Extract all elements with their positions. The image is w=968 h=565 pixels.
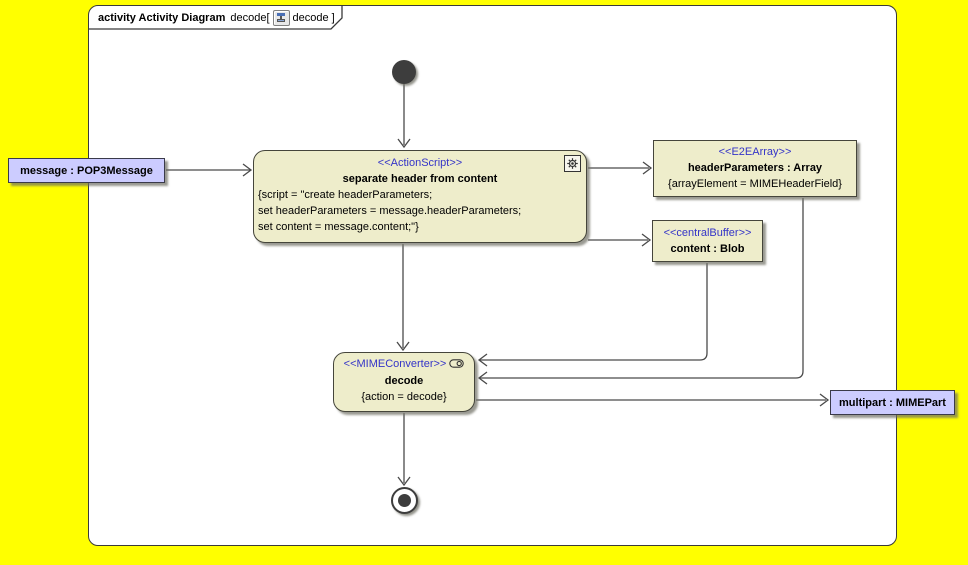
edge-headerparameters-to-decode[interactable]	[477, 198, 804, 385]
edge-initial-to-separate[interactable]	[397, 84, 411, 149]
headerparameters-constraint: {arrayElement = MIMEHeaderField}	[668, 178, 842, 190]
frame-diagram-name: decode[	[230, 11, 270, 24]
decode-constraint: {action = decode}	[361, 391, 447, 403]
initial-node[interactable]	[392, 60, 416, 84]
frame-tab-outline	[88, 6, 343, 30]
script-line-1: {script = "create headerParameters;	[258, 189, 433, 201]
activity-diagram-icon	[272, 9, 290, 26]
central-buffer-content[interactable]: <<centralBuffer>> content : Blob	[652, 220, 763, 262]
object-node-headerparameters[interactable]: <<E2EArray>> headerParameters : Array {a…	[653, 140, 857, 197]
content-name: content : Blob	[670, 243, 745, 255]
edge-separate-to-headerparameters[interactable]	[588, 161, 653, 175]
object-node-message[interactable]: message : POP3Message	[8, 158, 165, 183]
action-node-separate-header[interactable]: <<ActionScript>> separate header from co…	[253, 150, 587, 243]
frame-tab: activity Activity Diagram decode[ decode…	[90, 7, 348, 28]
frame-diagram-ref: decode ]	[292, 11, 335, 24]
frame-keyword: activity Activity Diagram	[98, 11, 226, 24]
activity-frame	[88, 5, 897, 546]
action-node-decode[interactable]: <<MIMEConverter>> decode {action = decod…	[333, 352, 475, 412]
action-name: separate header from content	[342, 173, 498, 185]
edge-separate-to-decode[interactable]	[396, 244, 410, 352]
object-node-message-label: message : POP3Message	[20, 164, 153, 177]
edge-decode-to-final[interactable]	[397, 413, 411, 487]
stereotype-centralbuffer: <<centralBuffer>>	[663, 227, 752, 239]
stereotype-actionscript: <<ActionScript>>	[377, 157, 463, 169]
script-line-3: set content = message.content;"}	[258, 221, 419, 233]
edge-separate-to-content[interactable]	[588, 233, 652, 247]
converter-capsule-icon	[449, 357, 465, 373]
decode-name: decode	[384, 375, 424, 387]
object-node-multipart[interactable]: multipart : MIMEPart	[830, 390, 955, 415]
headerparameters-name: headerParameters : Array	[687, 162, 823, 174]
activity-final-dot	[398, 494, 411, 507]
script-line-2: set headerParameters = message.headerPar…	[258, 205, 522, 217]
edge-message-to-separate[interactable]	[166, 163, 253, 177]
stereotype-e2earray: <<E2EArray>>	[718, 146, 792, 158]
object-node-multipart-label: multipart : MIMEPart	[839, 396, 946, 409]
edge-content-to-decode[interactable]	[477, 263, 708, 367]
stereotype-mimeconverter: <<MIMEConverter>>	[343, 358, 447, 370]
script-gear-icon	[564, 155, 581, 172]
activity-final-node[interactable]	[391, 487, 418, 514]
edge-decode-to-multipart[interactable]	[476, 393, 830, 407]
